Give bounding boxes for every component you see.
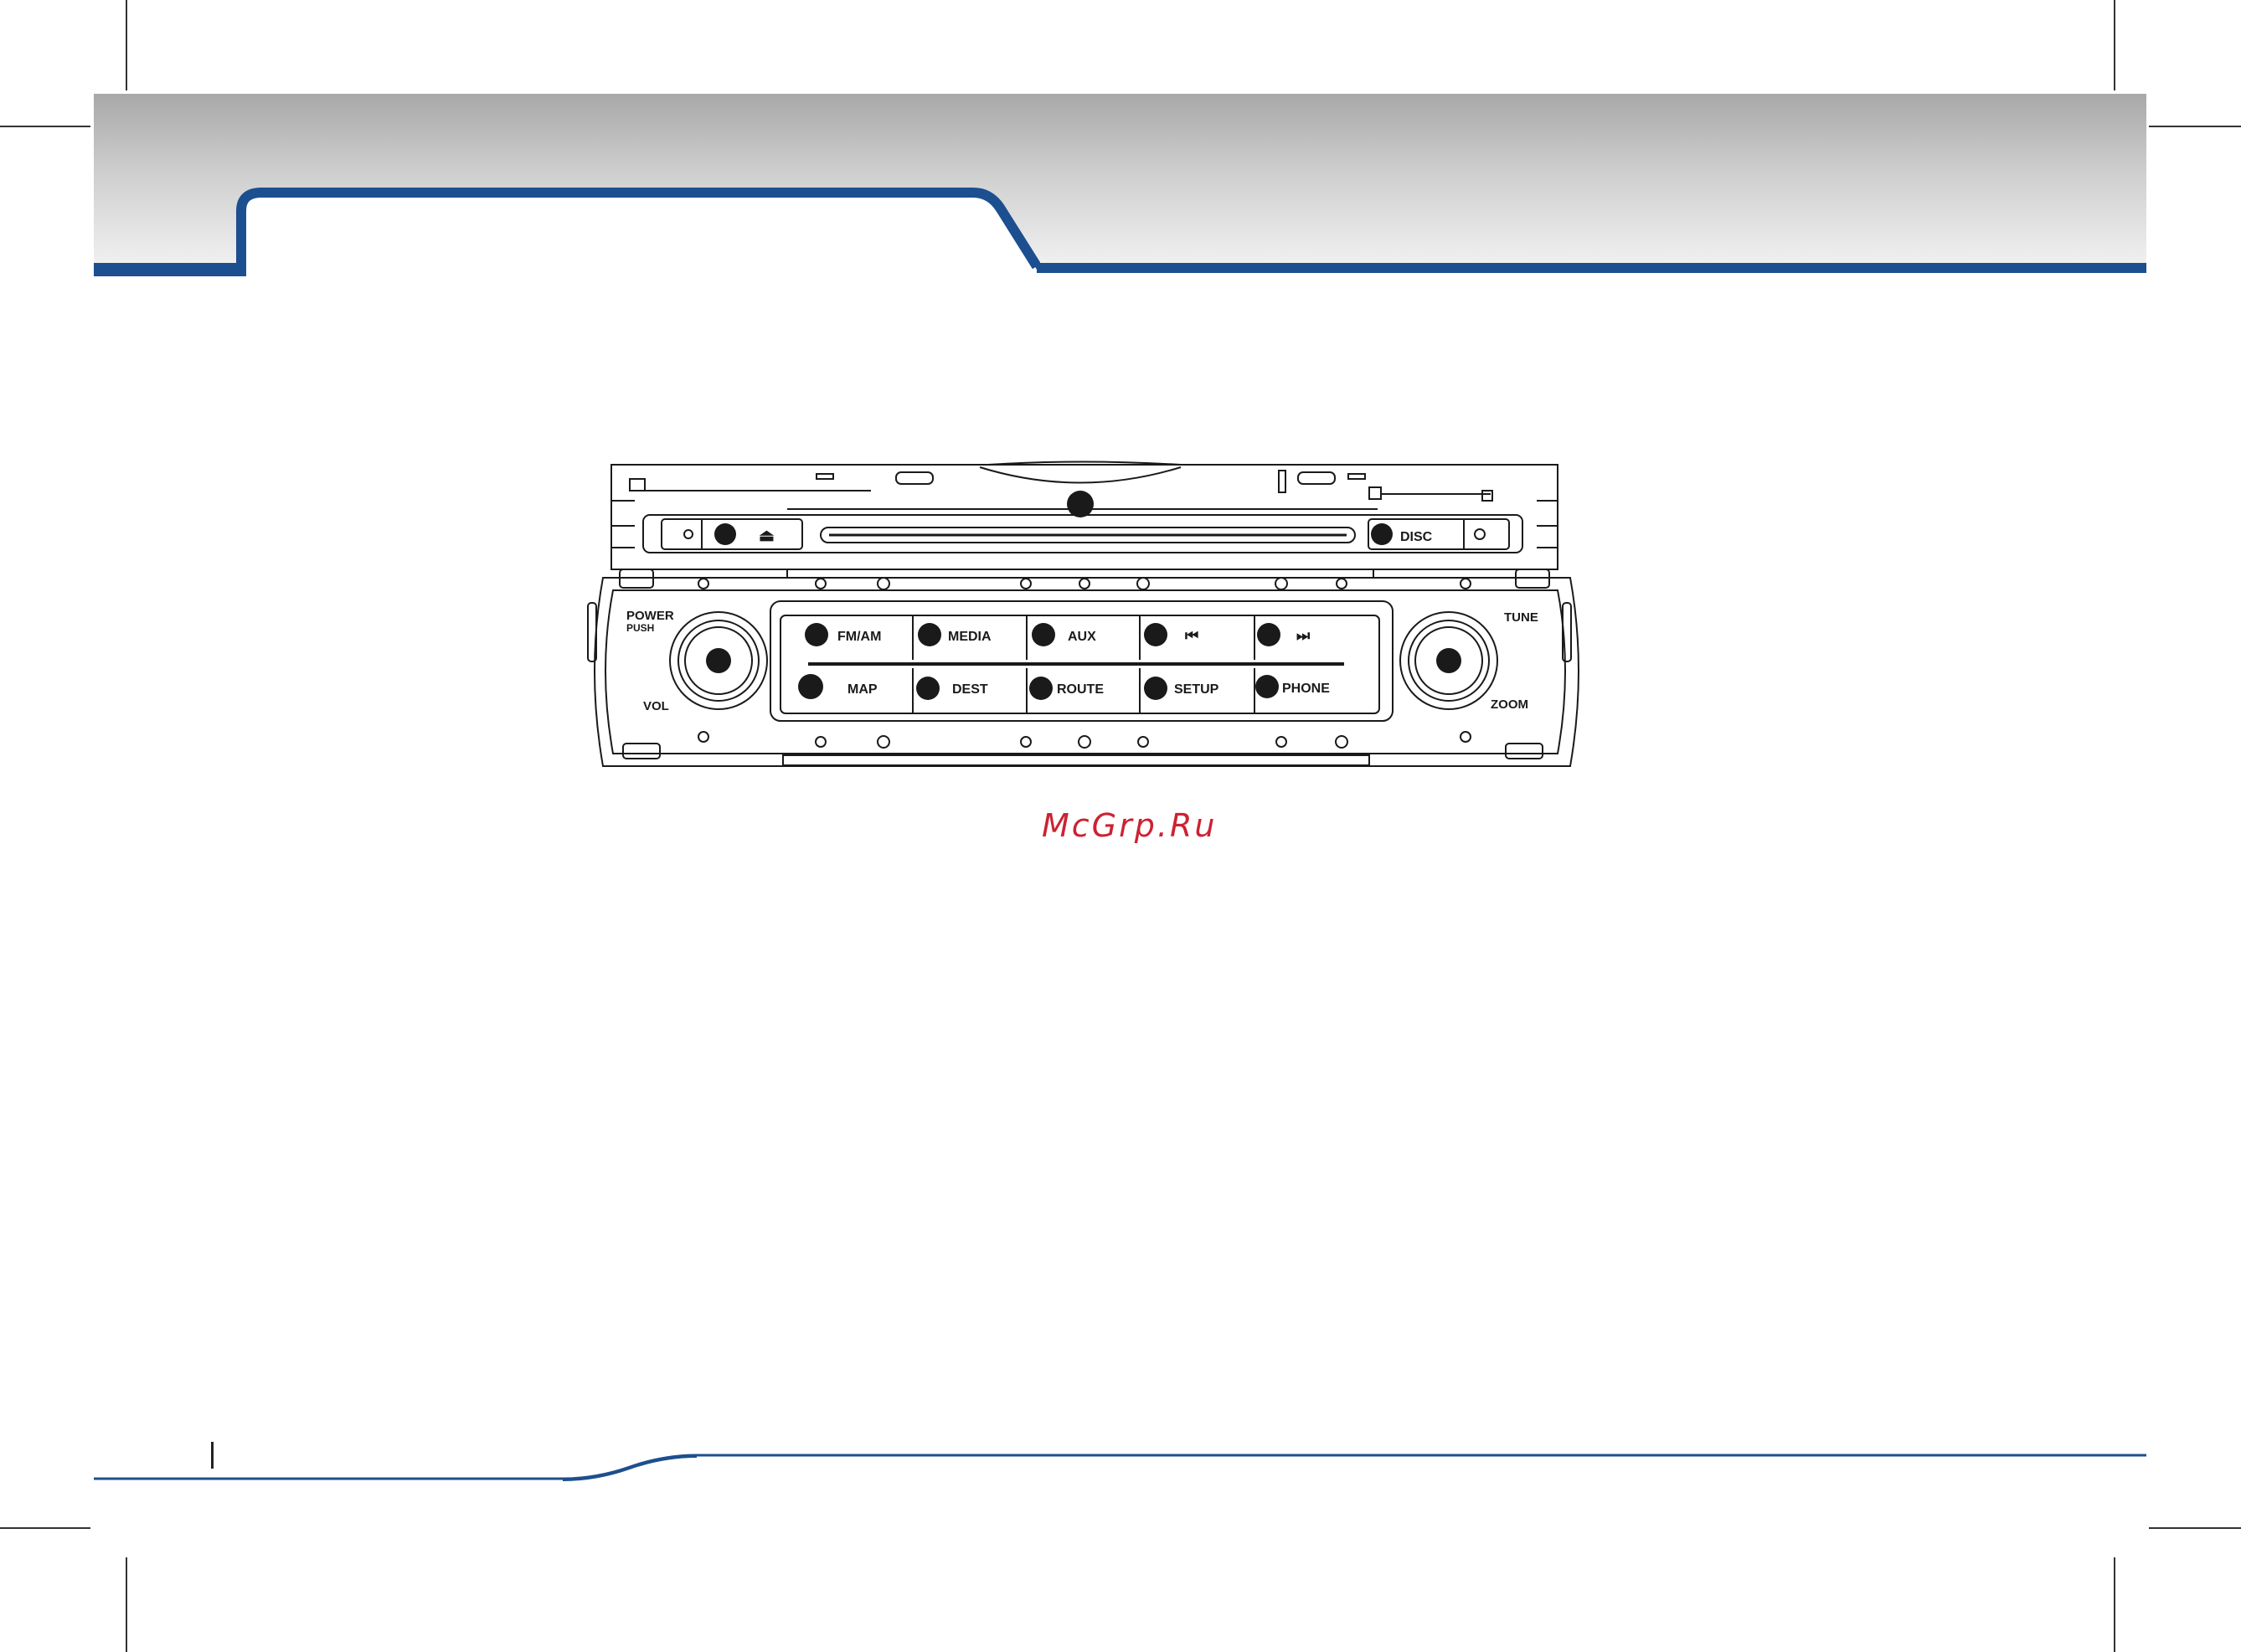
housing-slot xyxy=(1298,472,1335,484)
page-number-marker xyxy=(211,1442,214,1469)
disc-button[interactable]: DISC xyxy=(1400,530,1433,544)
phone-button[interactable]: PHONE xyxy=(1282,682,1330,696)
map-button[interactable]: MAP xyxy=(847,682,878,697)
callout-dot xyxy=(798,674,823,699)
housing-clip xyxy=(1369,487,1381,499)
callout-dot xyxy=(1032,623,1055,646)
callout-dot xyxy=(918,623,941,646)
footer-rule xyxy=(94,1433,2146,1484)
housing-clip xyxy=(1279,471,1285,492)
watermark-text: McGrp.Ru xyxy=(1042,807,1217,844)
crop-mark xyxy=(2149,1527,2241,1529)
crop-mark xyxy=(0,1527,90,1529)
aux-button[interactable]: AUX xyxy=(1068,630,1096,644)
push-label: PUSH xyxy=(626,622,654,634)
housing-clip xyxy=(630,479,645,491)
callout-dot xyxy=(1436,648,1461,673)
crop-mark xyxy=(2114,1557,2115,1652)
button-grid-frame xyxy=(770,601,1393,721)
crop-mark xyxy=(0,126,90,127)
housing-slot xyxy=(1348,474,1365,479)
callout-dot xyxy=(1371,523,1393,545)
callout-dot xyxy=(1029,677,1053,700)
callout-dot xyxy=(1067,491,1094,517)
callout-dot xyxy=(1257,623,1280,646)
route-button[interactable]: ROUTE xyxy=(1057,682,1104,697)
callout-dot xyxy=(714,523,736,545)
crop-mark xyxy=(126,1557,127,1652)
housing-top xyxy=(611,465,1558,569)
tune-label: TUNE xyxy=(1504,610,1538,625)
crop-mark xyxy=(126,0,127,90)
callout-dot xyxy=(706,648,731,673)
previous-track-button[interactable]: ⏮ xyxy=(1185,627,1198,644)
header-tab xyxy=(94,186,1040,278)
screw-row-bottom xyxy=(698,732,1471,748)
housing-slot xyxy=(896,472,933,484)
callout-dot xyxy=(916,677,940,700)
crop-mark xyxy=(2114,0,2115,90)
indicator-led xyxy=(684,530,693,538)
screw-row-top xyxy=(698,578,1471,589)
fm-am-button[interactable]: FM/AM xyxy=(837,630,881,644)
front-bezel xyxy=(595,578,1579,766)
next-track-button[interactable]: ⏭ xyxy=(1296,627,1311,644)
callout-dot xyxy=(1255,675,1279,698)
zoom-label: ZOOM xyxy=(1491,697,1528,712)
radio-control-panel: ⏏ DISC POWER PUSH VOL TUNE ZOOM FM/AM ME… xyxy=(578,461,1583,770)
eject-icon[interactable]: ⏏ xyxy=(759,527,775,545)
callout-dot xyxy=(805,623,828,646)
crop-mark xyxy=(2149,126,2241,127)
callout-dot xyxy=(1144,623,1167,646)
media-button[interactable]: MEDIA xyxy=(948,630,992,644)
vol-label: VOL xyxy=(643,699,669,713)
power-label: POWER xyxy=(626,609,674,623)
indicator-led xyxy=(1475,529,1485,539)
callout-dot xyxy=(1144,677,1167,700)
dest-button[interactable]: DEST xyxy=(952,682,988,697)
setup-button[interactable]: SETUP xyxy=(1174,682,1219,697)
housing-slot xyxy=(817,474,833,479)
